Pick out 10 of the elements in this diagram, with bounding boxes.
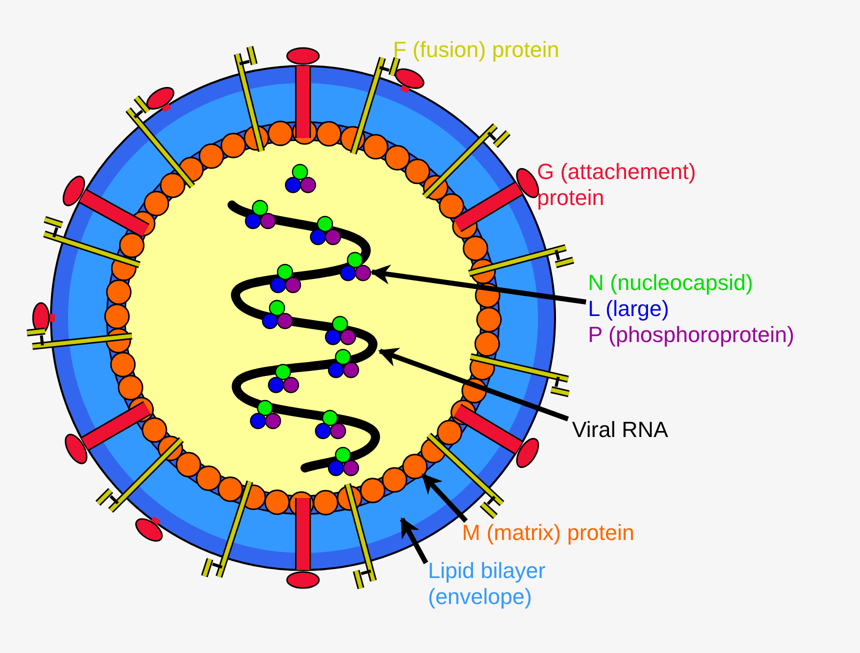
rna-label: Viral RNA [572,417,668,443]
matrix-label: M (matrix) protein [462,520,634,546]
leader-line [378,348,569,422]
protein-label: P (phosphoroprotein) [588,322,794,348]
attachment-protein-label: G (attachement) protein [537,159,697,211]
envelope-label: Lipid bilayer (envelope) [428,558,568,610]
protein-label: L (large) [588,296,670,322]
fusion-protein-label: F (fusion) protein [393,37,560,63]
leader-line [370,264,586,304]
protein-label: N (nucleocapsid) [588,270,754,296]
